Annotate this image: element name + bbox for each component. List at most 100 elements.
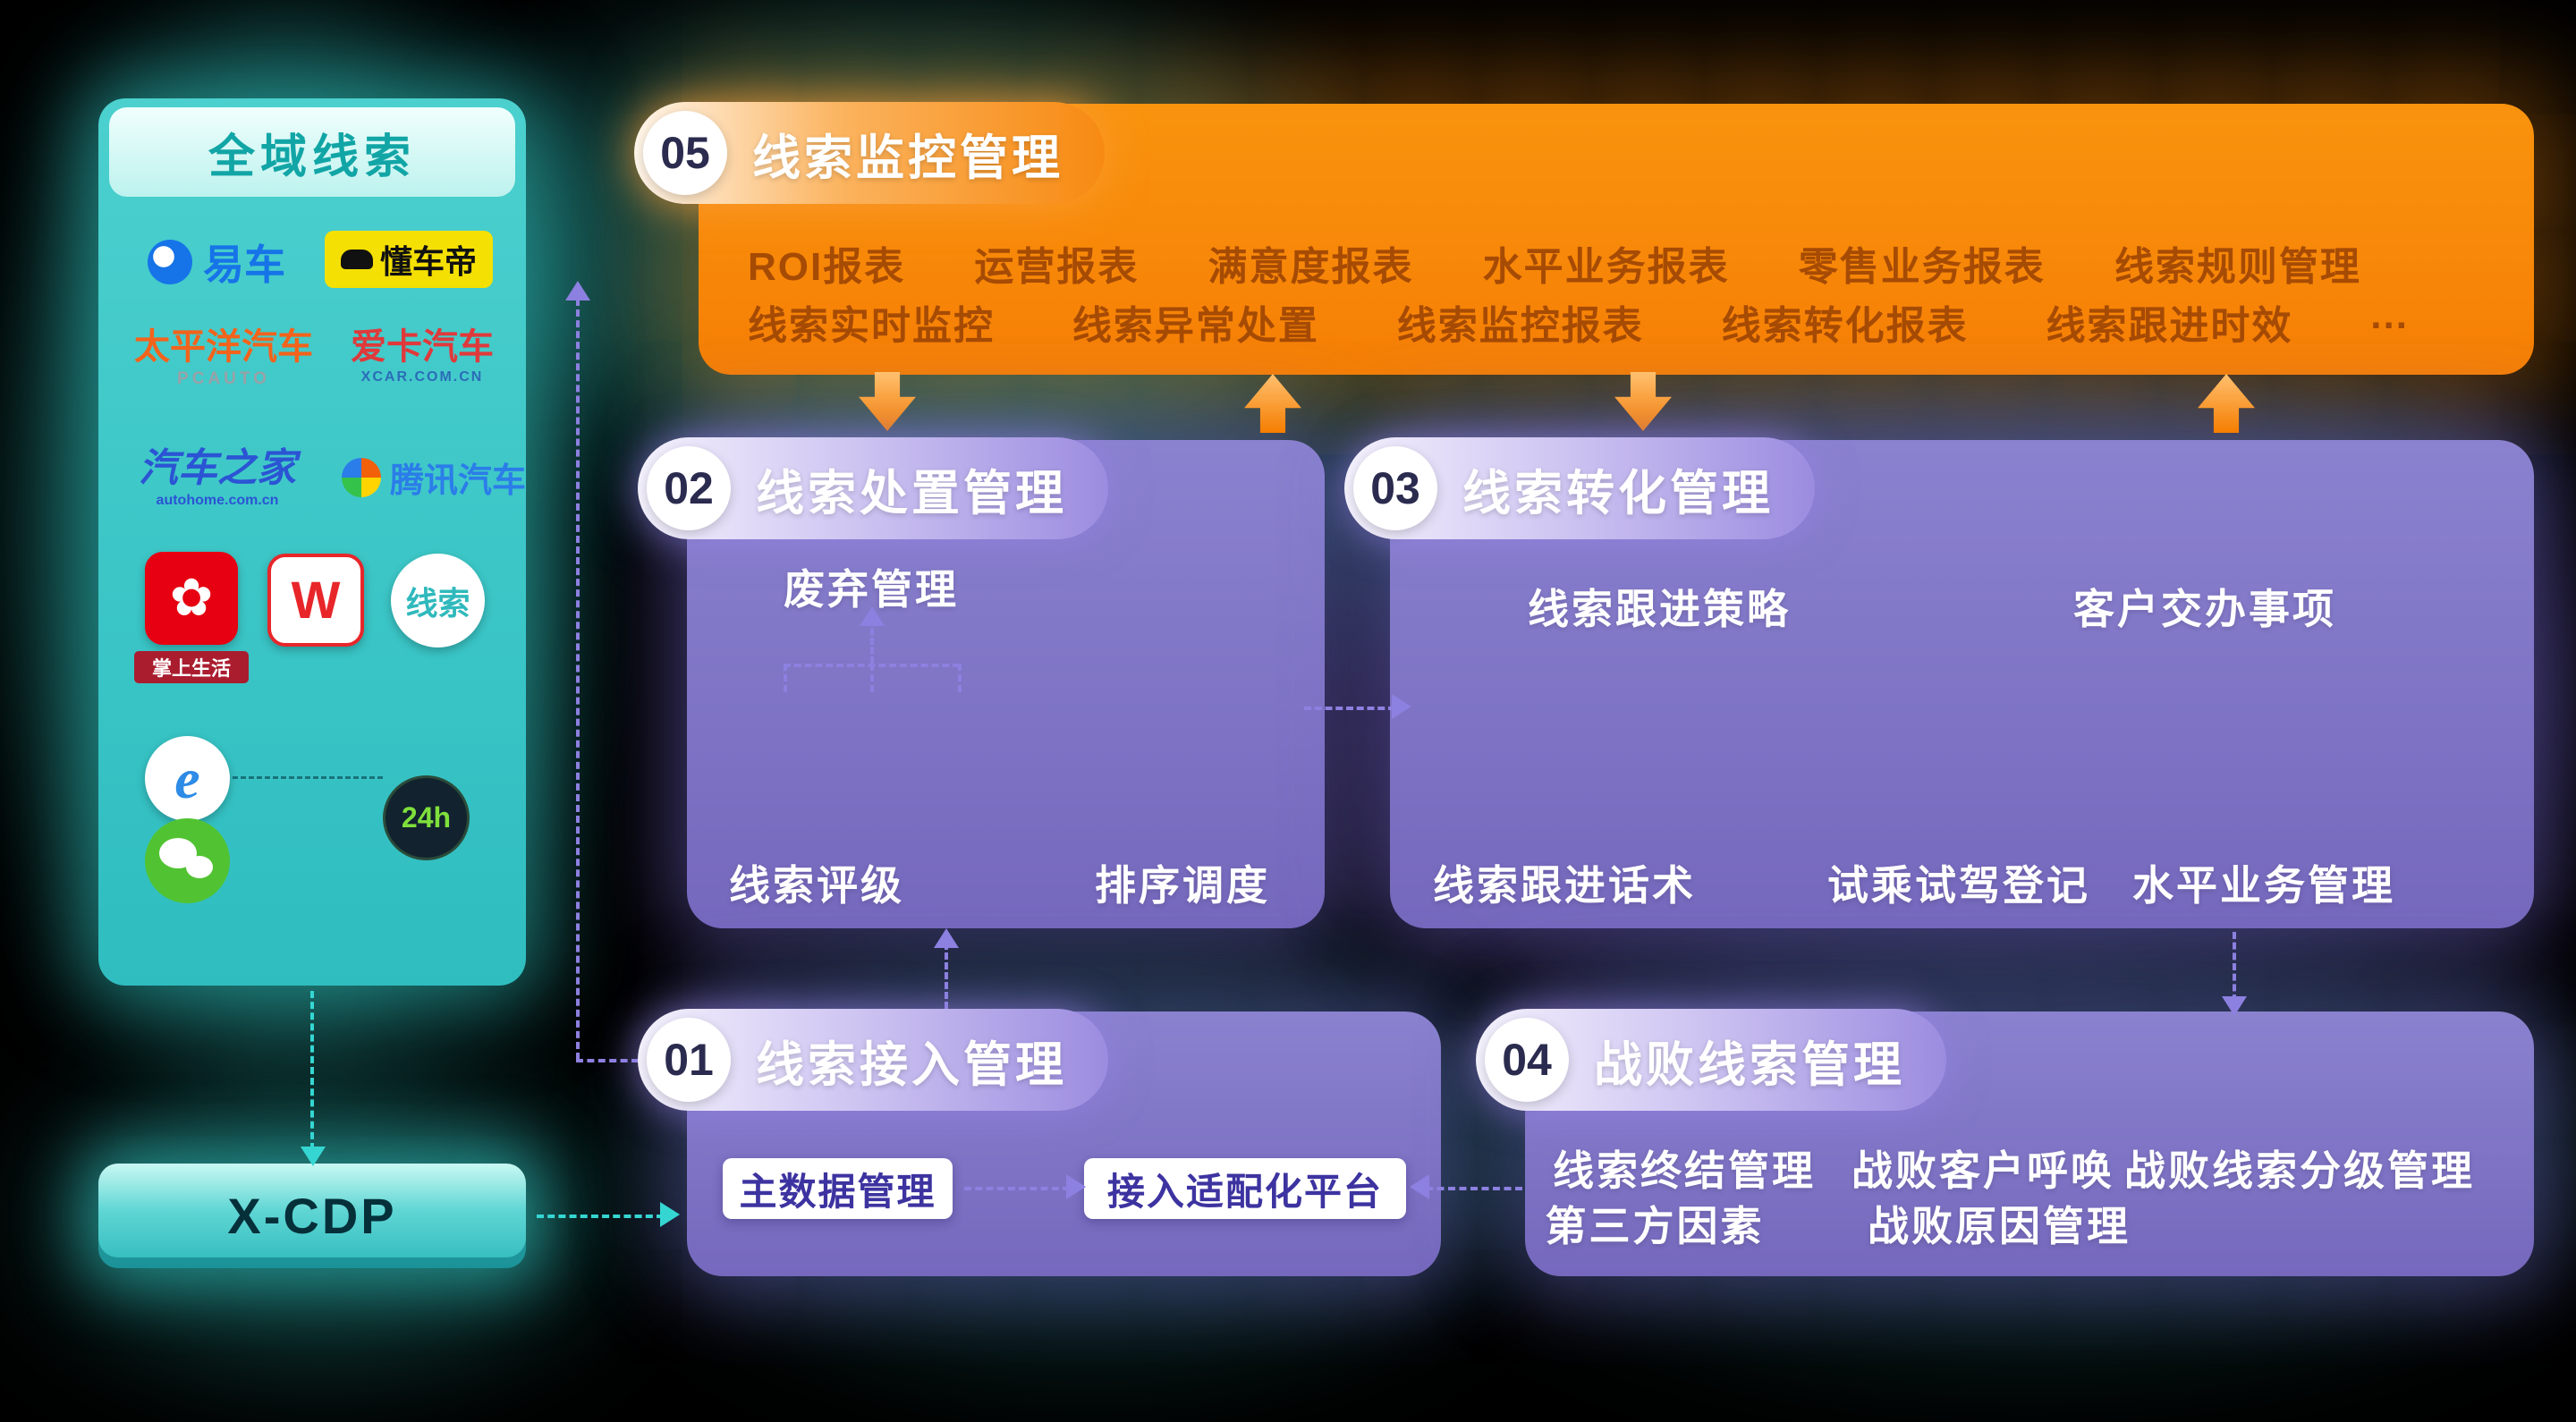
dongchedi-label: 懂车帝: [379, 243, 477, 280]
horizontal-business-label: 水平业务管理: [2132, 862, 2395, 909]
tencent-label: 腾讯汽车: [390, 462, 527, 500]
block-05-header: 05 线索监控管理: [634, 102, 1105, 204]
flower-icon: ✿: [169, 569, 214, 627]
arrow-up-icon: [934, 928, 959, 948]
autohome-logo: 汽车之家 autohome.com.cn: [132, 449, 302, 508]
followup-script-label: 线索跟进话术: [1433, 862, 1696, 909]
connector-bracket: [784, 664, 787, 692]
orange-arrow-up-icon: [1244, 374, 1301, 433]
orange-arrow-down-icon: [1614, 372, 1672, 431]
testdrive-registration-label: 试乘试驾登记: [1827, 862, 2090, 909]
report-item: 水平业务报表: [1482, 245, 1730, 289]
report-item: 满意度报表: [1208, 245, 1414, 289]
autohome-label: 汽车之家: [139, 446, 296, 490]
xcar-sublabel: XCAR.COM.CN: [360, 369, 484, 385]
connector-block01-to-block05: [576, 1059, 639, 1062]
tencent-icon: [342, 457, 381, 497]
pcauto-sublabel: PCAUTO: [177, 369, 270, 388]
connector-bracket: [958, 664, 962, 692]
arrow-down-icon: [301, 1147, 326, 1166]
xcar-logo: 爱卡汽车 XCAR.COM.CN: [342, 329, 503, 385]
block-01-title: 线索接入管理: [756, 1037, 1067, 1092]
defeated-recall-label: 战败客户呼唤: [1852, 1147, 2114, 1194]
arrow-right-icon: [1066, 1174, 1086, 1199]
yiche-label: 易车: [203, 241, 285, 288]
step-number-badge: 05: [643, 111, 727, 195]
xcdp-button: X-CDP: [98, 1164, 526, 1268]
customer-assignment-label: 客户交办事项: [2073, 586, 2336, 632]
connector-block03-to-block04: [2233, 932, 2236, 1002]
block-05-title: 线索监控管理: [752, 131, 1063, 185]
report-item: ROI报表: [748, 245, 906, 289]
arrow-right-icon: [660, 1202, 680, 1227]
yiche-icon: [148, 240, 192, 284]
connector-block01-to-block05: [576, 299, 580, 1060]
wechat-icon: [145, 818, 230, 903]
connector-block02-to-block03: [1304, 707, 1395, 710]
clue-badge: 线索: [391, 554, 485, 648]
defeat-reason-label: 战败原因管理: [1868, 1203, 2131, 1249]
report-item: 线索实时监控: [748, 304, 995, 348]
block-04-title: 战败线索管理: [1594, 1037, 1905, 1092]
connector-xcdp-to-block01: [537, 1215, 664, 1218]
report-item-ellipsis: ...: [2370, 293, 2409, 337]
report-item: 线索转化报表: [1721, 304, 1969, 348]
connector-to-discard: [870, 619, 874, 664]
orange-arrow-up-icon: [2198, 374, 2255, 433]
omni-leads-title: 全域线索: [109, 107, 515, 197]
block-01-header: 01 线索接入管理: [638, 1009, 1108, 1111]
report-item: 线索跟进时效: [2046, 304, 2293, 348]
arrow-up-icon: [565, 281, 590, 300]
block-02-title: 线索处置管理: [756, 466, 1067, 521]
connector-bracket: [870, 664, 874, 692]
pcauto-label: 太平洋汽车: [134, 327, 313, 367]
step-number-badge: 02: [647, 446, 731, 530]
connector-master-to-adapter: [964, 1187, 1070, 1190]
xcdp-label: X-CDP: [227, 1188, 397, 1244]
ie-browser-icon: e: [145, 736, 230, 821]
w-logo: W: [267, 554, 364, 647]
orange-arrow-down-icon: [859, 372, 916, 431]
arrow-down-icon: [2222, 996, 2247, 1016]
arrow-right-icon: [1392, 694, 1411, 719]
hotline-24h-icon: 24h: [383, 775, 470, 860]
report-item: 零售业务报表: [1798, 245, 2046, 289]
sort-scheduling-label: 排序调度: [1095, 862, 1270, 909]
report-item: 运营报表: [974, 245, 1140, 289]
connector-block04-to-adapter: [1426, 1187, 1522, 1190]
connector-sidebar-to-xcdp: [310, 991, 314, 1150]
lead-termination-label: 线索终结管理: [1553, 1147, 1816, 1194]
car-icon: [340, 250, 373, 269]
block-02-header: 02 线索处置管理: [638, 437, 1108, 539]
arrow-left-icon: [1410, 1174, 1429, 1199]
zhangshang-life-logo: ✿: [145, 552, 238, 645]
step-number-badge: 04: [1485, 1018, 1569, 1102]
master-data-box: 主数据管理: [723, 1158, 953, 1219]
report-item: 线索规则管理: [2114, 245, 2361, 289]
dongchedi-logo: 懂车帝: [325, 231, 493, 288]
block-03-header: 03 线索转化管理: [1344, 437, 1815, 539]
block-04-header: 04 战败线索管理: [1476, 1009, 1946, 1111]
connector-block01-to-block02: [945, 943, 948, 1009]
arrow-up-icon: [860, 606, 885, 626]
followup-strategy-label: 线索跟进策略: [1528, 586, 1791, 632]
report-item: 线索异常处置: [1072, 304, 1319, 348]
monitoring-row-2: 线索实时监控 线索异常处置 线索监控报表 线索转化报表 线索跟进时效 ...: [699, 293, 2534, 351]
connector-ie-to-24h: [233, 776, 383, 779]
monitoring-row-1: ROI报表 运营报表 满意度报表 水平业务报表 零售业务报表 线索规则管理: [699, 234, 2534, 292]
step-number-badge: 03: [1353, 446, 1437, 530]
step-number-badge: 01: [647, 1018, 731, 1102]
yiche-logo: 易车: [148, 233, 285, 292]
chat-bubble: [186, 856, 213, 878]
omni-leads-panel: 全域线索 易车 懂车帝 太平洋汽车 PCAUTO 爱卡汽车 XCAR.COM.C…: [98, 98, 526, 986]
xcar-label: 爱卡汽车: [351, 327, 494, 367]
discard-management-label: 废弃管理: [784, 566, 959, 613]
access-adapter-box: 接入适配化平台: [1084, 1158, 1406, 1219]
tencent-auto-logo: 腾讯汽车: [342, 453, 526, 502]
pcauto-logo: 太平洋汽车 PCAUTO: [134, 329, 313, 387]
autohome-sublabel: autohome.com.cn: [156, 493, 279, 508]
zhangshang-life-label: 掌上生活: [134, 651, 249, 683]
thirdparty-factor-label: 第三方因素: [1545, 1203, 1765, 1249]
report-item: 线索监控报表: [1396, 304, 1644, 348]
